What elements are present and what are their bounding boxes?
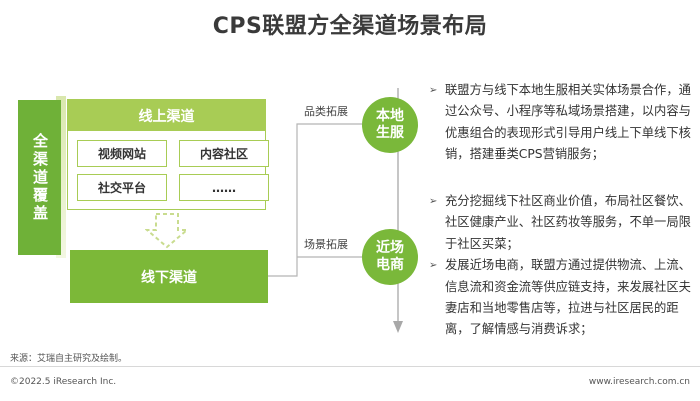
footer-copyright: ©2022.5 iResearch Inc. [10, 377, 117, 387]
footer-divider [0, 366, 700, 367]
bullet-item: ➢ 联盟方与线下本地生服相关实体场景合作，通过公众号、小程序等私域场景搭建，以内… [429, 80, 691, 166]
bullet-text: 联盟方与线下本地生服相关实体场景合作，通过公众号、小程序等私域场景搭建，以内容与… [445, 83, 691, 162]
online-channel-header: 线上渠道 [68, 100, 265, 131]
bullet-text: 发展近场电商，联盟方通过提供物流、上流、信息流和资金流等供应链支持，来发展社区夫… [445, 258, 691, 337]
offline-channel-box: 线下渠道 [70, 250, 268, 303]
node-near-field-ecommerce: 近场 电商 [362, 229, 418, 285]
channel-social-platform: 社交平台 [77, 174, 167, 201]
bullet-text: 充分挖掘线下社区商业价值，布局社区餐饮、社区健康产业、社区药妆等服务，不单一局限… [445, 194, 691, 251]
node-near-field-line1: 近场 [376, 239, 404, 256]
channel-more: …… [179, 174, 269, 201]
page-title: CPS联盟方全渠道场景布局 [212, 14, 488, 39]
node-near-field-line2: 电商 [376, 257, 404, 273]
branch-label-scene: 场景拓展 [304, 238, 348, 251]
bullet-item: ➢ 充分挖掘线下社区商业价值，布局社区餐饮、社区健康产业、社区药妆等服务，不单一… [429, 191, 691, 255]
bullet-arrow-icon: ➢ [429, 196, 438, 207]
node-local-services-line2: 生服 [376, 125, 404, 141]
all-channel-coverage-text: 全渠道覆盖 [31, 132, 49, 223]
all-channel-coverage-label: 全渠道覆盖 [18, 100, 61, 255]
online-channel-box: 线上渠道 视频网站 内容社区 社交平台 …… [67, 99, 269, 210]
branch-label-category: 品类拓展 [304, 105, 348, 118]
bullet-group-near-field: ➢ 充分挖掘线下社区商业价值，布局社区餐饮、社区健康产业、社区药妆等服务，不单一… [429, 191, 691, 341]
source-note: 来源：艾瑞自主研究及绘制。 [10, 354, 128, 364]
side-gradient-bar [56, 96, 66, 258]
node-local-services: 本地 生服 [362, 97, 418, 153]
bullet-group-local: ➢ 联盟方与线下本地生服相关实体场景合作，通过公众号、小程序等私域场景搭建，以内… [429, 80, 691, 166]
channel-video-sites: 视频网站 [77, 140, 167, 167]
bullet-arrow-icon: ➢ [429, 85, 438, 96]
channel-content-community: 内容社区 [179, 140, 269, 167]
down-arrow-icon [145, 213, 189, 249]
footer-website: www.iresearch.com.cn [588, 377, 690, 387]
bullet-arrow-icon: ➢ [429, 260, 438, 272]
node-local-services-line1: 本地 [376, 107, 404, 124]
bullet-item: ➢ 发展近场电商，联盟方通过提供物流、上流、信息流和资金流等供应链支持，来发展社… [429, 255, 691, 341]
